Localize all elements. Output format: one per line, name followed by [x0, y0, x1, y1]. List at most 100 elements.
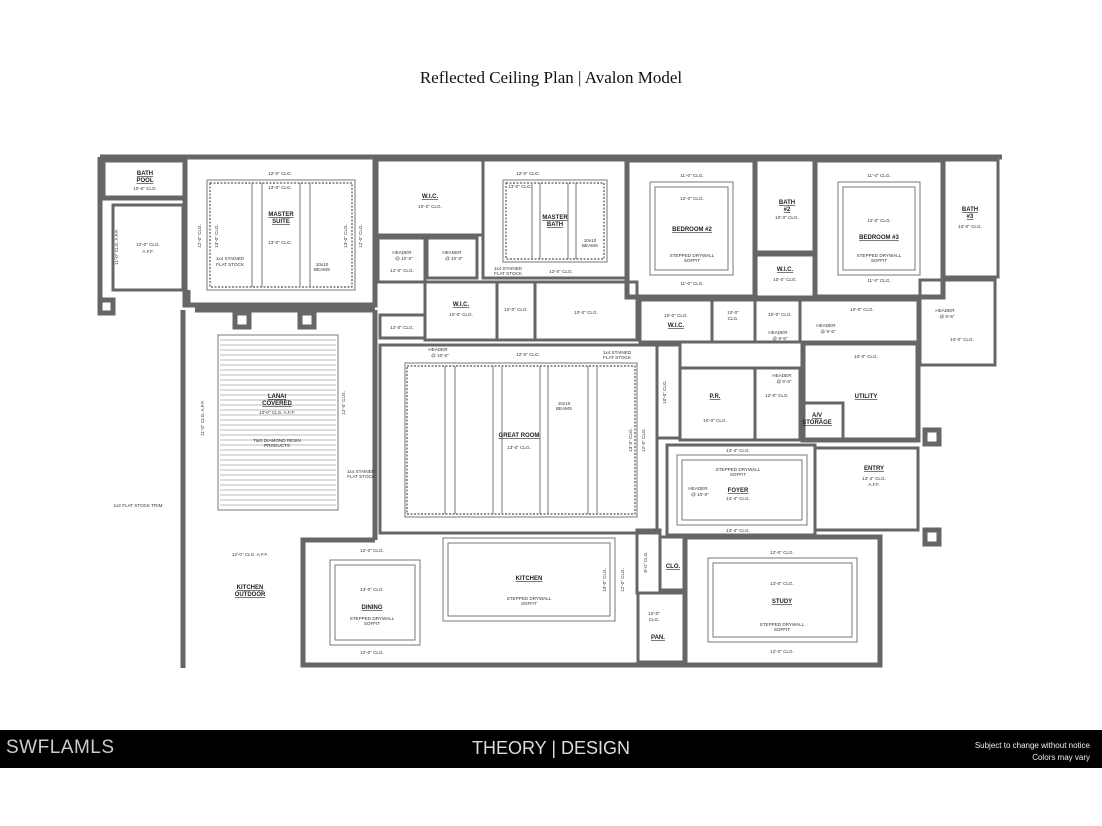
room-wic-4: 10'-0" CLG. W.I.C.	[664, 313, 688, 329]
room-study: 12'-0" CLG. 13'-0" CLG. STUDY STEPPED DR…	[760, 550, 805, 654]
svg-text:12'-0" CLG.: 12'-0" CLG.	[341, 391, 346, 415]
room-bath-pool: BATH POOL 10'-6" CLG.	[133, 171, 157, 191]
svg-text:LANAI: LANAI	[268, 394, 287, 400]
wc-ceiling: 10'-0" CLG.	[504, 307, 528, 312]
svg-text:1x2 FLAT STOCK TRIM: 1x2 FLAT STOCK TRIM	[114, 503, 163, 508]
svg-text:12'-0" CLG.: 12'-0" CLG.	[516, 171, 540, 176]
svg-text:12'-0" CLG.: 12'-0" CLG.	[358, 224, 363, 248]
svg-text:MASTER: MASTER	[542, 215, 568, 221]
page-title: Reflected Ceiling Plan | Avalon Model	[419, 68, 683, 87]
svg-text:STEPPED DRYWALL: STEPPED DRYWALL	[857, 253, 902, 258]
disclaimer: Subject to change without notice Colors …	[975, 740, 1090, 764]
svg-text:10'-0" CLG.: 10'-0" CLG.	[958, 224, 982, 229]
svg-text:W.I.C.: W.I.C.	[777, 267, 794, 273]
svg-text:SOFFIT: SOFFIT	[774, 627, 791, 632]
svg-text:10'-0": 10'-0"	[727, 310, 739, 315]
svg-text:BEDROOM #3: BEDROOM #3	[859, 235, 899, 241]
header-hall-2: HEADER @ 10'-0"	[442, 250, 463, 261]
room-name: POOL	[136, 178, 153, 184]
mls-logo: SWFLAMLS	[6, 737, 115, 758]
svg-text:12'-0" CLG.: 12'-0" CLG.	[360, 548, 384, 553]
room-entry: ENTRY 13'-4" CLG. A.F.F.	[862, 466, 886, 487]
svg-text:@ 10'-0": @ 10'-0"	[445, 256, 463, 261]
svg-text:CLG.: CLG.	[728, 316, 739, 321]
shower-ceiling: 10'-0" CLG.	[574, 310, 598, 315]
svg-text:BATH: BATH	[779, 200, 795, 206]
svg-text:12'-0" CLG. A.F.F.: 12'-0" CLG. A.F.F.	[232, 552, 268, 557]
svg-text:COVERED: COVERED	[262, 401, 292, 407]
svg-text:@ 9'-6": @ 9'-6"	[820, 329, 835, 334]
svg-text:SOFFIT: SOFFIT	[871, 258, 888, 263]
svg-text:13'-0" CLG.: 13'-0" CLG.	[770, 581, 794, 586]
svg-text:12'-0" CLG.: 12'-0" CLG.	[770, 550, 794, 555]
hall-ceiling: 12'-0" CLG.	[390, 325, 414, 330]
svg-text:@ 10'-0": @ 10'-0"	[395, 256, 413, 261]
disclaimer-line-2: Colors may vary	[1032, 753, 1090, 762]
disclaimer-line-1: Subject to change without notice	[974, 741, 1090, 750]
svg-text:A.F.F.: A.F.F.	[142, 249, 154, 254]
hall-a: 10'-0" CLG. HEADER @ 9'-6"	[768, 312, 792, 341]
svg-text:FLAT STOCK: FLAT STOCK	[603, 355, 632, 360]
svg-text:13'-0" CLG.: 13'-0" CLG.	[343, 224, 348, 248]
svg-text:10'-0" CLG.: 10'-0" CLG.	[850, 307, 874, 312]
svg-text:8'-0" CLG.: 8'-0" CLG.	[643, 551, 648, 572]
svg-text:HEADER: HEADER	[935, 308, 955, 313]
svg-text:BEAMS: BEAMS	[582, 243, 598, 248]
room-bedroom-2: 11'-0" CLG. 12'-0" CLG. BEDROOM #2 STEPP…	[670, 173, 715, 286]
svg-text:12'-0" CLG.: 12'-0" CLG.	[867, 218, 891, 223]
lanai-hatch	[220, 339, 336, 506]
svg-text:BEDROOM #2: BEDROOM #2	[672, 227, 712, 233]
svg-text:GREAT ROOM: GREAT ROOM	[499, 433, 540, 439]
svg-text:13'-0" CLG. A.F.F.: 13'-0" CLG. A.F.F.	[259, 410, 295, 415]
svg-text:10'-0" CLG.: 10'-0" CLG.	[854, 354, 878, 359]
hall-c: HEADER @ 9'-6" 10'-0" CLG.	[935, 308, 973, 342]
room-foyer: 13'-4" CLG. STEPPED DRYWALL SOFFIT FOYER…	[688, 448, 760, 533]
svg-text:12'-0" CLG.: 12'-0" CLG.	[516, 352, 540, 357]
svg-text:1x4 STAINED: 1x4 STAINED	[494, 266, 523, 271]
svg-text:MASTER: MASTER	[268, 212, 294, 218]
room-great-room: 12'-0" CLG. HEADER @ 10'-0" 1x4 STAINED …	[347, 347, 646, 479]
svg-text:12'-0" CLG.: 12'-0" CLG.	[268, 171, 292, 176]
svg-text:11'-0" CLG.: 11'-0" CLG.	[867, 173, 890, 178]
svg-text:W.I.C.: W.I.C.	[422, 194, 439, 200]
room-pool-shower: 12'-0" CLG. A.F.F. 11'-0" CLG. A.F.F.	[114, 229, 160, 265]
room-kitchen: KITCHEN STEPPED DRYWALL SOFFIT 13'-0" CL…	[507, 568, 625, 606]
brand-name: THEORY | DESIGN	[471, 738, 631, 758]
room-bath-2: BATH #2 10'-0" CLG.	[775, 200, 799, 220]
svg-text:HEADER: HEADER	[442, 250, 462, 255]
svg-text:STUDY: STUDY	[772, 599, 792, 605]
svg-text:10'-0" CLG.: 10'-0" CLG.	[950, 337, 974, 342]
svg-text:STEPPED DRYWALL: STEPPED DRYWALL	[716, 467, 761, 472]
svg-text:13'-0" CLG.: 13'-0" CLG.	[507, 445, 531, 450]
svg-text:A.F.F.: A.F.F.	[868, 482, 880, 487]
ceiling-trays	[206, 179, 921, 646]
svg-text:13'-0" CLG.: 13'-0" CLG.	[508, 184, 532, 189]
svg-text:BATH: BATH	[962, 207, 978, 213]
room-utility: 10'-0" CLG. UTILITY	[854, 354, 878, 400]
room-wic-3: W.I.C. 10'-0" CLG.	[773, 267, 797, 282]
svg-text:SUITE: SUITE	[272, 219, 290, 225]
svg-text:BEAMS: BEAMS	[314, 267, 330, 272]
svg-text:#2: #2	[784, 207, 791, 213]
svg-text:DINING: DINING	[362, 605, 383, 611]
svg-text:12'-0" CLG.: 12'-0" CLG.	[765, 393, 789, 398]
svg-text:14'-4" CLG.: 14'-4" CLG.	[726, 496, 750, 501]
room-closet: CLO. 8'-0" CLG.	[643, 551, 680, 572]
svg-text:PAN.: PAN.	[651, 635, 665, 641]
svg-text:HEADER: HEADER	[768, 330, 788, 335]
svg-text:BEAMS: BEAMS	[556, 406, 572, 411]
svg-text:12'-0" CLG.: 12'-0" CLG.	[620, 568, 625, 592]
svg-text:SOFFIT: SOFFIT	[730, 472, 747, 477]
svg-text:12'-0" CLG.: 12'-0" CLG.	[680, 196, 704, 201]
svg-text:11'-0" CLG. A.F.F.: 11'-0" CLG. A.F.F.	[114, 229, 119, 265]
svg-text:12'-0" CLG.: 12'-0" CLG.	[549, 269, 573, 274]
svg-text:W.I.C.: W.I.C.	[668, 323, 685, 329]
walls	[97, 154, 1002, 668]
svg-text:KITCHEN: KITCHEN	[516, 576, 543, 582]
svg-text:STORAGE: STORAGE	[802, 420, 832, 426]
svg-text:10x10: 10x10	[584, 238, 597, 243]
svg-text:10'-0" CLG.: 10'-0" CLG.	[768, 312, 792, 317]
svg-text:13'-4" CLG.: 13'-4" CLG.	[862, 476, 886, 481]
svg-text:W.I.C.: W.I.C.	[453, 302, 470, 308]
svg-text:13'-4" CLG.: 13'-4" CLG.	[726, 448, 750, 453]
